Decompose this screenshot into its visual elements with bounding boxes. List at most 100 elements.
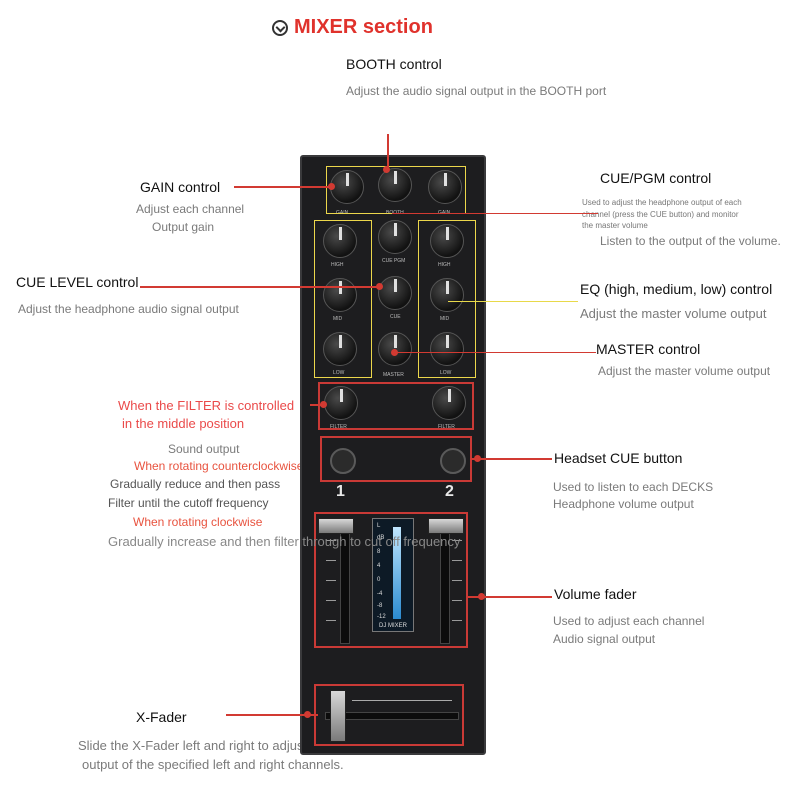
leader-dot (391, 349, 398, 356)
cue-pgm-leader-line (392, 213, 598, 214)
filter-label-1: FILTER (330, 424, 347, 430)
headset-cue-heading: Headset CUE button (554, 450, 683, 466)
filter-highlight (318, 382, 474, 430)
eq-desc: Adjust the master volume output (580, 306, 767, 321)
volume-fader-desc-2: Audio signal output (553, 632, 656, 646)
gain-knob-1[interactable] (330, 170, 364, 204)
filter-label-2: FILTER (438, 424, 455, 430)
headset-cue-leader-line (470, 458, 552, 460)
cue-label: CUE (390, 314, 401, 320)
volume-fader-cap-1[interactable] (318, 518, 354, 534)
eq-high-label-1: HIGH (331, 262, 344, 268)
fader-tick (452, 580, 462, 581)
eq-high-knob-1[interactable] (323, 224, 357, 258)
volume-fader-highlight (314, 512, 468, 648)
filter-line-3: Gradually reduce and then pass (110, 477, 281, 491)
xfader-leader-line (226, 714, 318, 716)
volume-fader-desc-1: Used to adjust each channel (553, 614, 705, 628)
meter-label: -4 (377, 591, 383, 597)
cue-pgm-heading: CUE/PGM control (600, 170, 712, 186)
filter-leader-line (310, 404, 326, 406)
level-meter-bar (393, 527, 401, 619)
fader-tick (452, 620, 462, 621)
filter-line-1: Sound output (168, 442, 240, 456)
eq-heading: EQ (high, medium, low) control (580, 281, 773, 297)
volume-fader-heading: Volume fader (554, 586, 637, 602)
eq-mid-knob-2[interactable] (430, 278, 464, 312)
meter-name: DJ MIXER (379, 623, 408, 629)
xfader-highlight (314, 684, 464, 746)
channel-1-number: 1 (336, 483, 345, 500)
fader-tick (452, 540, 462, 541)
volume-fader-cap-2[interactable] (428, 518, 464, 534)
cue-level-leader-line (140, 286, 380, 288)
headset-cue-desc-1: Used to listen to each DECKS (553, 480, 714, 494)
filter-heading-1: When the FILTER is controlled (118, 398, 295, 413)
eq-left-highlight (314, 220, 372, 378)
eq-leader-line (448, 301, 578, 302)
gain-knob-2[interactable] (428, 170, 462, 204)
cue-pgm-small-note: Used to adjust the headphone output of e… (582, 197, 742, 232)
eq-low-label-2: LOW (440, 370, 452, 376)
master-desc: Adjust the master volume output (598, 364, 771, 378)
fader-tick (326, 560, 336, 561)
xfader-cap[interactable] (330, 690, 346, 742)
gain-heading: GAIN control (140, 179, 221, 195)
cue-level-knob[interactable] (378, 276, 412, 310)
cue-button-highlight (320, 436, 472, 482)
eq-low-knob-1[interactable] (323, 332, 357, 366)
eq-mid-label-2: MID (440, 316, 450, 322)
meter-label: dB (377, 535, 385, 541)
meter-label: 8 (377, 549, 381, 555)
channel-2-number: 2 (445, 483, 454, 500)
xfader-desc-2: output of the specified left and right c… (82, 757, 344, 772)
eq-right-highlight (418, 220, 476, 378)
filter-line-2: When rotating counterclockwise (134, 459, 304, 473)
meter-label: 0 (377, 577, 381, 583)
eq-mid-label-1: MID (333, 316, 343, 322)
filter-line-5: When rotating clockwise (133, 515, 263, 529)
headset-cue-button-2[interactable] (440, 448, 466, 474)
leader-dot (320, 401, 327, 408)
cue-pgm-knob[interactable] (378, 220, 412, 254)
leader-dot (478, 593, 485, 600)
booth-heading: BOOTH control (346, 56, 442, 72)
level-meter: L dB 8 4 0 -4 -8 -12 DJ MIXER (372, 518, 414, 632)
filter-knob-2[interactable] (432, 386, 466, 420)
leader-dot (328, 183, 335, 190)
filter-line-4: Filter until the cutoff frequency (108, 496, 269, 510)
meter-label: -8 (377, 603, 383, 609)
eq-high-knob-2[interactable] (430, 224, 464, 258)
eq-low-knob-2[interactable] (430, 332, 464, 366)
chevron-down-circle-icon (272, 19, 288, 36)
booth-knob[interactable] (378, 168, 412, 202)
gain-leader-line (234, 186, 332, 188)
fader-tick (326, 580, 336, 581)
fader-tick (326, 600, 336, 601)
headset-cue-desc-2: Headphone volume output (553, 497, 694, 511)
xfader-scale (352, 700, 452, 701)
gain-desc-1: Adjust each channel (136, 202, 245, 216)
headset-cue-button-1[interactable] (330, 448, 356, 474)
cue-pgm-small-3: the master volume (582, 221, 648, 231)
gain-desc-2: Output gain (152, 220, 215, 234)
filter-knob-1[interactable] (324, 386, 358, 420)
leader-dot (474, 455, 481, 462)
section-title: MIXER section (272, 16, 433, 39)
cue-level-desc: Adjust the headphone audio signal output (18, 302, 239, 316)
eq-high-label-2: HIGH (438, 262, 451, 268)
cue-pgm-small-2: channel (press the CUE button) and monit… (582, 209, 739, 219)
booth-leader-line (387, 134, 389, 170)
meter-label: -12 (377, 614, 386, 620)
fader-tick (452, 600, 462, 601)
fader-tick (326, 540, 336, 541)
section-title-text: MIXER section (294, 16, 433, 38)
cue-pgm-desc: Listen to the output of the volume. (600, 234, 781, 248)
meter-label: L (377, 523, 381, 529)
xfader-heading: X-Fader (136, 709, 187, 725)
fader-tick (452, 560, 462, 561)
filter-line-6: Gradually increase and then filter throu… (108, 534, 461, 549)
xfader-track (325, 712, 459, 720)
master-leader-line (394, 352, 596, 353)
filter-heading-2: in the middle position (122, 416, 245, 431)
